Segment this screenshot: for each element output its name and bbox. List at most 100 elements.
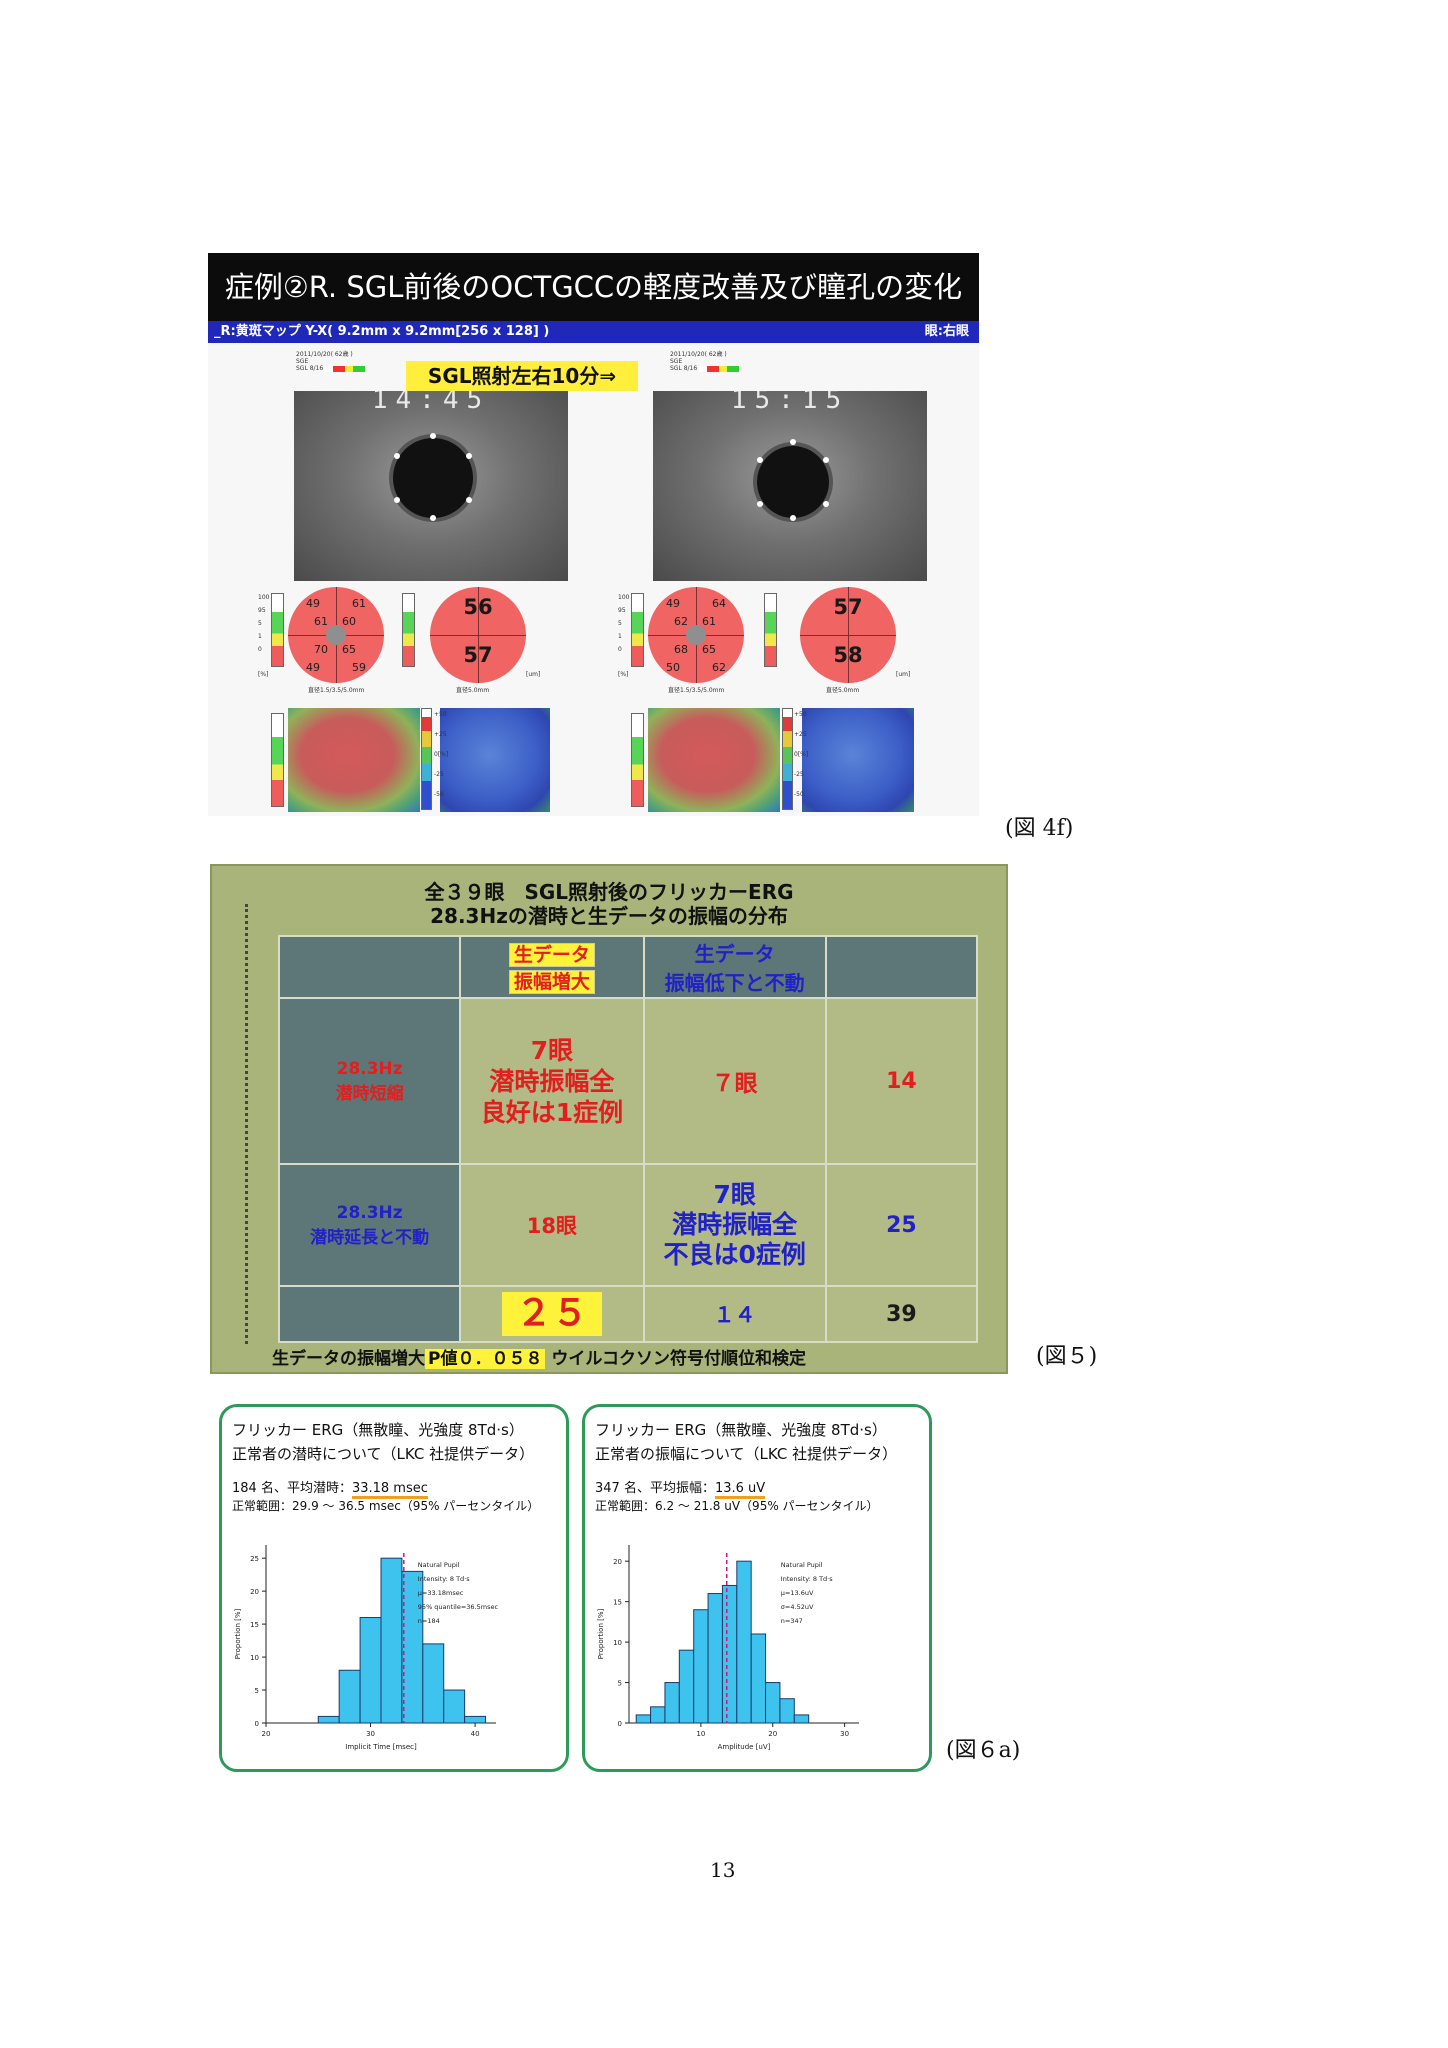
grid-value: 60 <box>342 615 356 628</box>
histogram-bar <box>707 1593 723 1724</box>
grid-value: 62 <box>712 661 726 674</box>
cell-r2-c1: 18眼 <box>459 1163 645 1287</box>
left-gcc-disk: 56 57 <box>430 587 526 683</box>
fig4f-subtitle-bar: _R:黄斑マップ Y-X( 9.2mm x 9.2mm[256 x 128] )… <box>208 321 979 343</box>
histogram-bar <box>765 1682 781 1724</box>
right-disk-unit: [um] <box>896 671 911 678</box>
x-axis-label: Amplitude [uV] <box>718 1743 771 1751</box>
fig4f-subtitle-left: _R:黄斑マップ Y-X( 9.2mm x 9.2mm[256 x 128] ) <box>214 324 550 339</box>
histogram-bar <box>317 1715 340 1724</box>
amplitude-line3: 347 名、平均振幅：13.6 uV <box>595 1477 766 1499</box>
cell-sum-c1: ２５ <box>459 1285 645 1343</box>
left-scan-header: 2011/10/20( 62歳 ) SGE SGL 8/16 <box>296 351 396 372</box>
legend-line: n=184 <box>418 1617 440 1625</box>
latency-panel: フリッカー ERG（無散瞳、光強度 8Td·s） 正常者の潜時について（LKC … <box>219 1404 569 1772</box>
right-deviation-map <box>802 708 914 812</box>
left-header-line: 2011/10/20( 62歳 ) <box>296 351 353 358</box>
cell-r1-c1: 7眼潜時振幅全良好は1症例 <box>459 997 645 1165</box>
y-tick-label: 10 <box>250 1654 259 1662</box>
histogram-bar <box>380 1557 403 1724</box>
page-number: 13 <box>710 1858 736 1882</box>
latency-line3: 184 名、平均潜時：33.18 msec <box>232 1477 428 1499</box>
amplitude-mean-value: 13.6 uV <box>714 1481 766 1499</box>
right-marker-dot <box>823 501 829 507</box>
left-map-scale <box>271 713 284 807</box>
cell-r1-total: 14 <box>824 997 979 1165</box>
left-grid-caption: 直径1.5/3.5/5.0mm <box>308 687 365 694</box>
histogram-bar <box>422 1643 445 1724</box>
y-tick-label: 20 <box>250 1588 259 1596</box>
right-gcc-disk: 57 58 <box>800 587 896 683</box>
caption-fig6a: (図６a) <box>946 1738 1021 1763</box>
histogram-bar <box>779 1698 795 1724</box>
left-disk-caption: 直径5.0mm <box>456 687 490 694</box>
fig5-dotted-margin <box>245 904 248 1344</box>
left-marker-dot <box>466 497 472 503</box>
fig4f-title: 症例②R. SGL前後のOCTGCCの軽度改善及び瞳孔の変化 <box>208 253 979 321</box>
y-tick-label: 15 <box>250 1621 259 1629</box>
col-header-decrease: 生データ振幅低下と不動 <box>642 935 827 999</box>
left-map-colorbar <box>421 708 432 810</box>
left-gcc-grid-disk: 49 61 61 60 70 65 49 59 <box>288 587 384 683</box>
legend-line: σ=4.52uV <box>781 1603 814 1611</box>
grid-value: 49 <box>306 597 320 610</box>
right-marker-dot <box>823 457 829 463</box>
right-marker-dot <box>757 501 763 507</box>
y-tick-label: 5 <box>255 1687 259 1695</box>
left-disk-bottom-value: 57 <box>463 643 493 667</box>
histogram-bar <box>736 1560 752 1724</box>
table-corner-cell <box>277 935 462 999</box>
histogram-bar <box>338 1669 361 1724</box>
left-grid-unit: [%] <box>258 671 269 678</box>
right-header-line: 2011/10/20( 62歳 ) <box>670 351 727 358</box>
left-disk-unit: [um] <box>526 671 541 678</box>
grid-value: 62 <box>674 615 688 628</box>
right-header-line: SGL 8/16 <box>670 365 780 372</box>
p-value-box: P値０．０５８ <box>425 1349 546 1369</box>
y-axis-label: Proportion [%] <box>234 1609 242 1660</box>
right-disk-bottom-value: 58 <box>833 643 863 667</box>
table-row: ２５ １４ 39 <box>277 1285 979 1343</box>
grid-value: 49 <box>306 661 320 674</box>
x-tick-label: 30 <box>366 1730 375 1738</box>
histogram-bar <box>650 1706 666 1724</box>
amplitude-panel: フリッカー ERG（無散瞳、光強度 8Td·s） 正常者の振幅について（LKC … <box>582 1404 932 1772</box>
x-tick-label: 10 <box>696 1730 705 1738</box>
legend-line: Natural Pupil <box>418 1561 460 1569</box>
legend-line: 95% quantile=36.5msec <box>418 1603 499 1611</box>
right-pupil-image: 15:15 <box>653 391 927 581</box>
left-thickness-map <box>288 708 420 812</box>
grid-value: 68 <box>674 643 688 656</box>
sum-row-label <box>277 1285 462 1343</box>
y-tick-label: 20 <box>613 1558 622 1566</box>
amplitude-line2: 正常者の振幅について（LKC 社提供データ） <box>595 1445 898 1463</box>
right-pupil <box>757 446 829 518</box>
fig5-title-line1: 全３９眼 SGL照射後のフリッカーERG <box>424 880 794 904</box>
left-grid-scale <box>271 593 284 667</box>
left-header-line: SGL 8/16 <box>296 365 396 372</box>
right-marker-dot <box>757 457 763 463</box>
fig4f-subtitle-right: 眼:右眼 <box>924 324 969 339</box>
figure-4f: 症例②R. SGL前後のOCTGCCの軽度改善及び瞳孔の変化 _R:黄斑マップ … <box>208 253 979 816</box>
right-grid-scale <box>631 593 644 667</box>
figure-5: 全３９眼 SGL照射後のフリッカーERG 28.3Hzの潜時と生データの振幅の分… <box>210 864 1008 1374</box>
y-tick-label: 5 <box>618 1680 622 1688</box>
x-axis-label: Implicit Time [msec] <box>345 1743 417 1751</box>
grid-value: 61 <box>352 597 366 610</box>
left-disk-scale <box>402 593 415 667</box>
histogram-bar <box>693 1609 709 1724</box>
cell-sum-total: 39 <box>824 1285 979 1343</box>
y-tick-label: 0 <box>618 1720 622 1728</box>
histogram-bar <box>750 1633 767 1724</box>
right-map-scale <box>631 713 644 807</box>
legend-line: μ=13.6uV <box>781 1589 814 1597</box>
histogram-bar <box>721 1584 738 1724</box>
x-tick-label: 40 <box>471 1730 480 1738</box>
grid-value: 61 <box>314 615 328 628</box>
